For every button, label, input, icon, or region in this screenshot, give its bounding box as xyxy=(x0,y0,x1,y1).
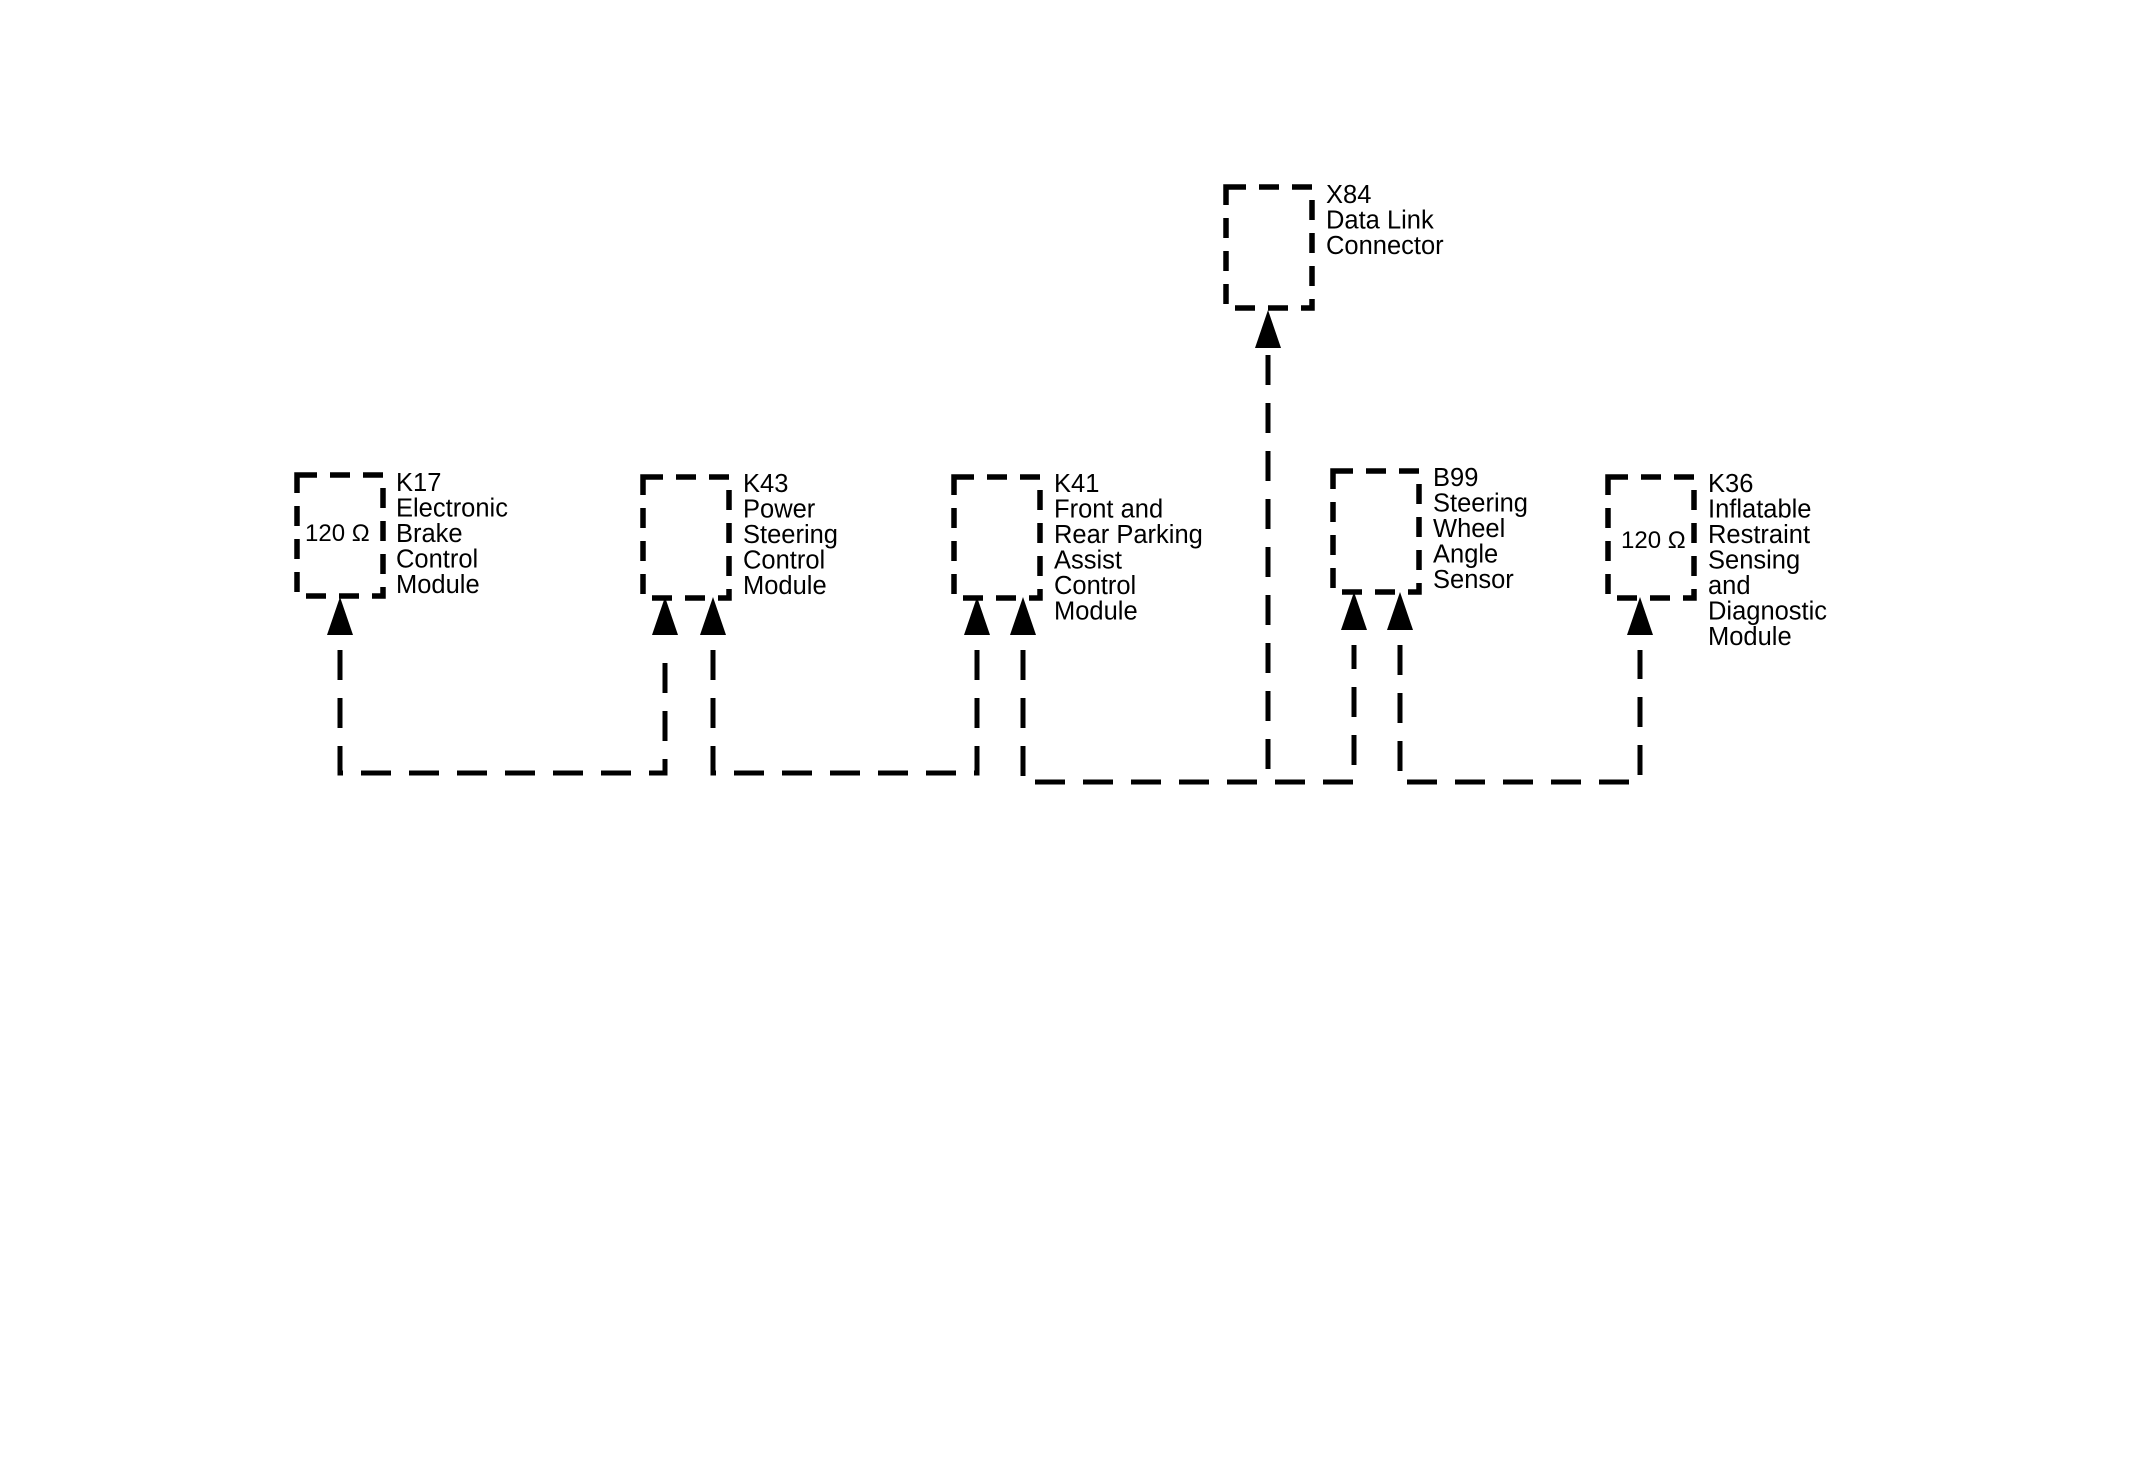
arrow-k41-b xyxy=(1010,597,1036,635)
k36-label-line: Diagnostic xyxy=(1708,598,1827,626)
b99-label-line: Wheel xyxy=(1433,515,1505,543)
wire-k43-k41 xyxy=(710,650,980,776)
k36-label-line: Inflatable xyxy=(1708,496,1812,524)
k36-label: K36 Inflatable Restraint Sensing and Dia… xyxy=(1708,470,1834,651)
k41-label-line: Rear Parking xyxy=(1054,521,1203,549)
wire-b99-k36 xyxy=(1397,645,1643,785)
k43-label: K43 Power Steering Control Module xyxy=(743,470,845,600)
b99-box xyxy=(1330,468,1422,595)
x84-label-line: Data Link xyxy=(1326,207,1434,235)
x84-label: X84 Data Link Connector xyxy=(1326,181,1444,260)
b99-label: B99 Steering Wheel Angle Sensor xyxy=(1433,464,1535,594)
wire-k41-b99 xyxy=(1020,645,1357,785)
module-boxes xyxy=(294,184,1697,601)
arrow-k43-b xyxy=(700,597,726,635)
k41-label-line: Module xyxy=(1054,598,1138,626)
module-labels: K17 Electronic Brake Control Module K43 … xyxy=(396,181,1834,651)
arrow-k36 xyxy=(1627,597,1653,635)
arrow-b99-a xyxy=(1341,592,1367,630)
k41-box xyxy=(951,474,1043,601)
k41-label: K41 Front and Rear Parking Assist Contro… xyxy=(1054,470,1210,626)
k36-label-line: and xyxy=(1708,572,1751,600)
k43-label-line: Control xyxy=(743,547,825,575)
k36-resistor-value: 120 Ω xyxy=(1621,527,1686,554)
k43-label-line: Module xyxy=(743,572,827,600)
wire-k17-k43 xyxy=(337,650,668,776)
k17-label-line: Brake xyxy=(396,520,463,548)
k41-label-line: Assist xyxy=(1054,547,1122,575)
k41-label-line: Control xyxy=(1054,572,1136,600)
wiring xyxy=(337,355,1643,785)
connection-arrows xyxy=(327,310,1653,635)
k17-resistor-value: 120 Ω xyxy=(305,520,370,547)
arrow-k17 xyxy=(327,597,353,635)
k43-label-line: Power xyxy=(743,496,816,524)
k17-label-line: Electronic xyxy=(396,495,508,523)
k41-label-line: K41 xyxy=(1054,470,1099,498)
k36-label-line: Module xyxy=(1708,623,1792,651)
k17-label-line: K17 xyxy=(396,469,441,497)
arrow-x84 xyxy=(1255,310,1281,348)
k36-box xyxy=(1605,474,1697,601)
k36-label-line: K36 xyxy=(1708,470,1753,498)
k17-label-line: Module xyxy=(396,571,480,599)
b99-label-line: Steering xyxy=(1433,490,1528,518)
k17-label-line: Control xyxy=(396,546,478,574)
k43-box xyxy=(640,474,732,601)
b99-label-line: B99 xyxy=(1433,464,1478,492)
k17-label: K17 Electronic Brake Control Module xyxy=(396,469,515,599)
arrow-b99-b xyxy=(1387,592,1413,630)
k36-label-line: Sensing xyxy=(1708,547,1800,575)
k43-label-line: Steering xyxy=(743,521,838,549)
k41-label-line: Front and xyxy=(1054,496,1163,524)
arrow-k41-a xyxy=(964,597,990,635)
b99-label-line: Sensor xyxy=(1433,566,1514,594)
k17-box xyxy=(294,472,386,599)
x84-label-line: Connector xyxy=(1326,232,1444,260)
arrow-k43-a xyxy=(652,597,678,635)
x84-box xyxy=(1223,184,1315,311)
k36-label-line: Restraint xyxy=(1708,521,1810,549)
x84-label-line: X84 xyxy=(1326,181,1371,209)
b99-label-line: Angle xyxy=(1433,541,1498,569)
k43-label-line: K43 xyxy=(743,470,788,498)
